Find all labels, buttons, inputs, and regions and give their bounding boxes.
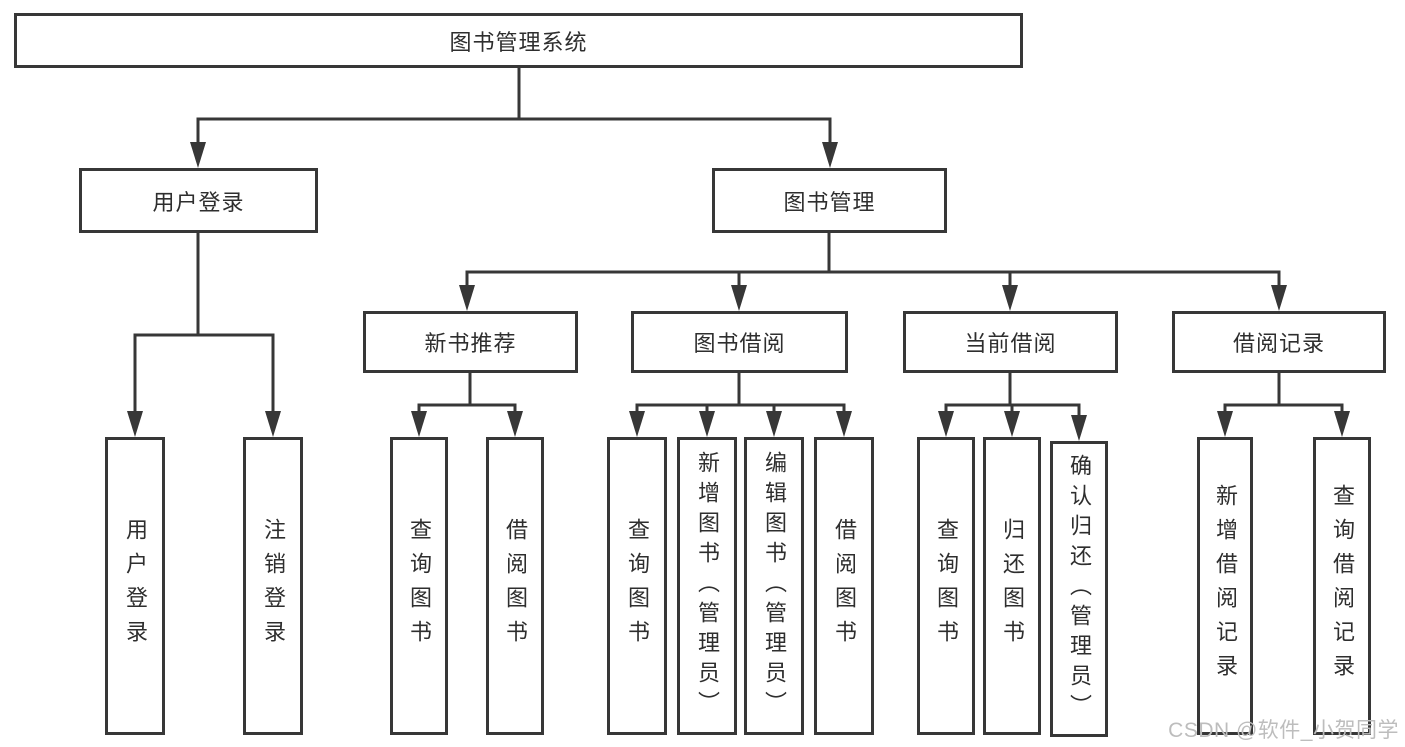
watermark: CSDN @软件_小贺同学 bbox=[1168, 719, 1399, 742]
node-user-login-leaf: 用户登录 bbox=[105, 437, 165, 735]
arrowhead-icon bbox=[265, 411, 281, 437]
arrowhead-icon bbox=[938, 411, 954, 437]
node-query-books-recommend: 查询图书 bbox=[390, 437, 448, 735]
arrowhead-icon bbox=[411, 411, 427, 437]
arrowhead-icon bbox=[1217, 411, 1233, 437]
node-new-book-recommendation: 新书推荐 bbox=[363, 311, 578, 373]
arrowhead-icon bbox=[836, 411, 852, 437]
node-borrow-books-leaf: 借阅图书 bbox=[814, 437, 874, 735]
arrowhead-icon bbox=[190, 142, 206, 168]
node-return-book: 归还图书 bbox=[983, 437, 1041, 735]
arrowhead-icon bbox=[731, 285, 747, 311]
node-query-books-current: 查询图书 bbox=[917, 437, 975, 735]
arrowhead-icon bbox=[507, 411, 523, 437]
arrowhead-icon bbox=[766, 411, 782, 437]
node-library-management-system: 图书管理系统 bbox=[14, 13, 1023, 68]
node-book-borrowing: 图书借阅 bbox=[631, 311, 848, 373]
arrowhead-icon bbox=[699, 411, 715, 437]
arrowhead-icon bbox=[1002, 285, 1018, 311]
arrowhead-icon bbox=[1004, 411, 1020, 437]
node-edit-book-admin: 编辑图书（管理员） bbox=[744, 437, 804, 735]
arrowhead-icon bbox=[1271, 285, 1287, 311]
node-add-borrow-record: 新增借阅记录 bbox=[1197, 437, 1253, 735]
node-add-book-admin: 新增图书（管理员） bbox=[677, 437, 737, 735]
node-borrowing-records: 借阅记录 bbox=[1172, 311, 1386, 373]
node-user-login: 用户登录 bbox=[79, 168, 318, 233]
node-logout: 注销登录 bbox=[243, 437, 303, 735]
arrowhead-icon bbox=[459, 285, 475, 311]
arrowhead-icon bbox=[1071, 415, 1087, 441]
node-query-books-borrowing: 查询图书 bbox=[607, 437, 667, 735]
arrowhead-icon bbox=[629, 411, 645, 437]
arrowhead-icon bbox=[822, 142, 838, 168]
arrowhead-icon bbox=[1334, 411, 1350, 437]
node-borrow-books-recommend: 借阅图书 bbox=[486, 437, 544, 735]
arrowhead-icon bbox=[127, 411, 143, 437]
node-book-management: 图书管理 bbox=[712, 168, 947, 233]
node-current-borrowing: 当前借阅 bbox=[903, 311, 1118, 373]
node-confirm-return-admin: 确认归还（管理员） bbox=[1050, 441, 1108, 737]
node-query-borrow-record: 查询借阅记录 bbox=[1313, 437, 1371, 735]
